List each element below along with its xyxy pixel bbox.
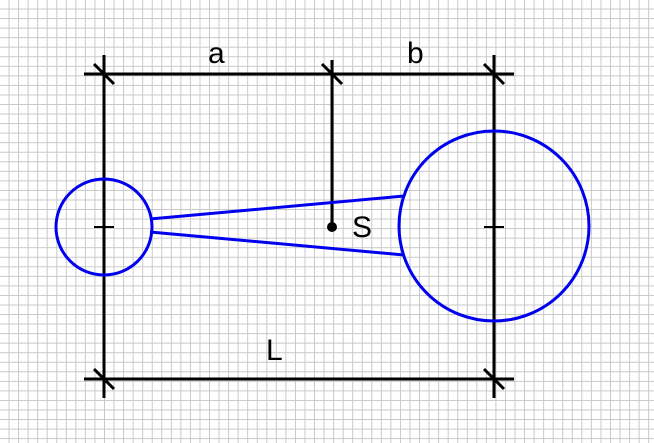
small-sphere xyxy=(54,177,154,277)
rod-lower-edge xyxy=(149,230,405,257)
label-l: L xyxy=(266,334,283,367)
center-of-mass-dot xyxy=(327,222,337,232)
label-s: S xyxy=(352,211,372,244)
tick-top-mid xyxy=(320,62,344,86)
label-b: b xyxy=(407,37,424,70)
tick-bottom-left xyxy=(92,367,116,391)
large-sphere xyxy=(397,129,591,323)
rod-upper-edge xyxy=(149,194,405,221)
tick-top-left xyxy=(92,62,116,86)
tick-bottom-right xyxy=(482,367,506,391)
label-a: a xyxy=(208,37,225,70)
tick-top-right xyxy=(482,62,506,86)
